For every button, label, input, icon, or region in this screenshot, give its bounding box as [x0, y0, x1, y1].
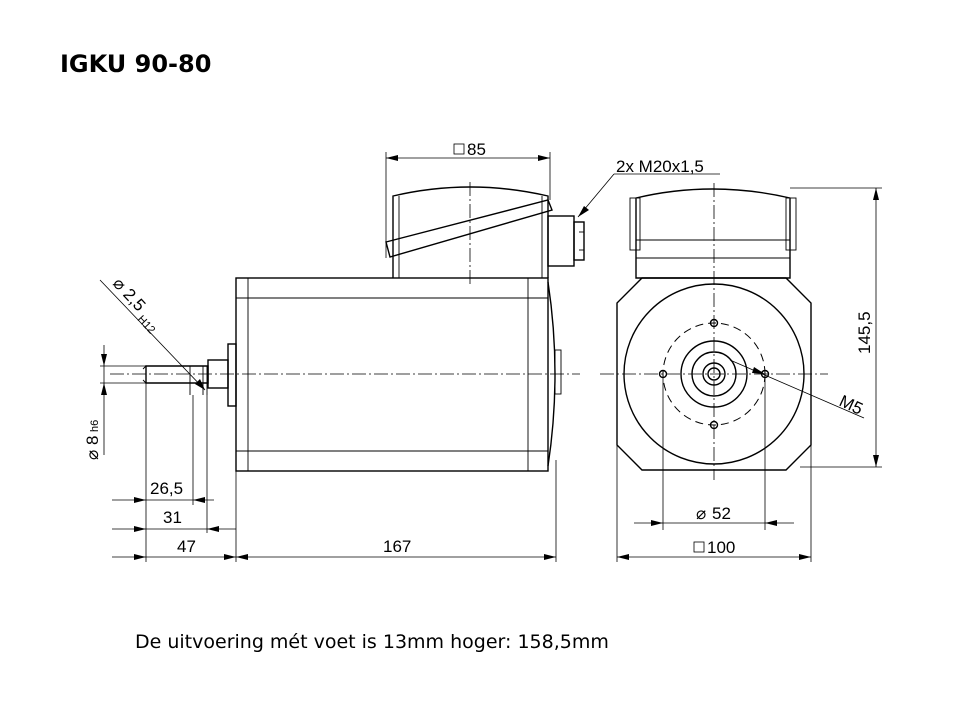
dimensions: 85 2x M20x1,5 ⌀ 2,5 H12 ⌀ 8 h6 [83, 140, 882, 562]
dim-square-85: 85 [467, 140, 486, 159]
dim-len-167: 167 [383, 537, 411, 556]
dim-dia-52: 52 [712, 504, 731, 523]
dim-len-31: 31 [163, 508, 182, 527]
cable-gland [547, 215, 575, 267]
front-flange-square [616, 277, 812, 471]
dim-len-26-5: 26,5 [150, 479, 183, 498]
dim-dia-8-tolerance: h6 [89, 420, 101, 432]
terminal-box [392, 186, 549, 278]
square-symbol [453, 143, 465, 155]
terminal-box-front [635, 188, 791, 279]
dim-len-47: 47 [177, 537, 196, 556]
dim-dia-2-5-tolerance: H12 [135, 313, 158, 336]
side-view [110, 182, 585, 472]
front-flange [227, 343, 237, 407]
terminal-box-lid [385, 199, 553, 258]
motor-shaft [145, 365, 209, 384]
front-view [600, 183, 828, 480]
dim-square-100: 100 [707, 538, 735, 557]
motor-body [235, 277, 549, 472]
dim-dia-8: 8 [83, 436, 102, 445]
square-symbol [693, 541, 705, 553]
footnote: De uitvoering mét voet is 13mm hoger: 15… [135, 631, 609, 653]
dim-thread-m20: 2x M20x1,5 [616, 157, 704, 176]
dim-dia-2-5: 2,5 [119, 285, 149, 315]
drawing-title: IGKU 90-80 [60, 50, 212, 78]
dim-thread-m5: M5 [836, 391, 865, 418]
dim-dia-symbol: ⌀ [83, 450, 102, 460]
dim-dia-symbol: ⌀ [696, 504, 706, 523]
dim-height-145-5: 145,5 [855, 311, 874, 354]
